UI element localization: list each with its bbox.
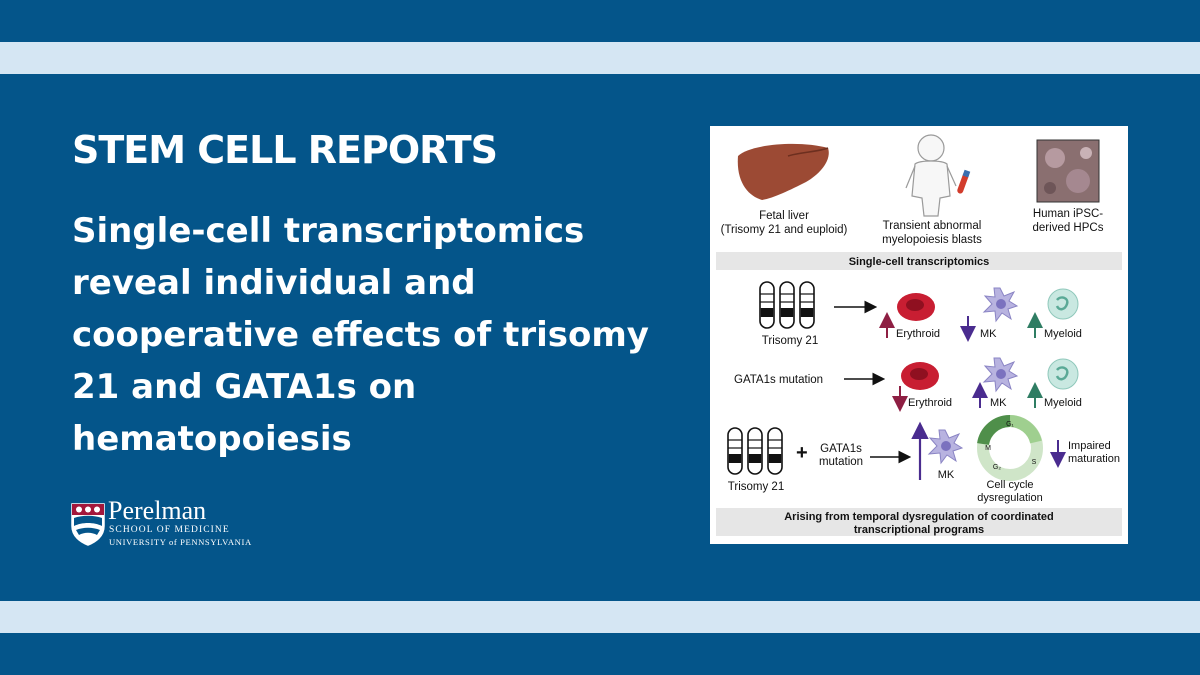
myeloid-cell-icon [1046,287,1080,321]
source-ipsc: Human iPSC- [1033,208,1103,220]
cycle-phase-g2: G₂ [993,464,1001,471]
conclusion-line-1: Arising from temporal dysregulation of c… [784,511,1054,523]
bottom-accent-band [0,601,1200,633]
row3-cause-trisomy: Trisomy 21 [728,481,784,493]
row2-cause: GATA1s mutation [734,374,823,386]
row2-myeloid: Myeloid [1044,397,1082,409]
graphical-abstract-figure: Fetal liver (Trisomy 21 and euploid) Tra… [716,134,1122,536]
row3-cause-mutation: mutation [819,456,863,468]
perelman-logo: Perelman SCHOOL OF MEDICINE UNIVERSITY o… [70,496,251,550]
row3-impaired-detail: maturation [1068,453,1120,465]
mk-cell-icon-3 [928,429,963,464]
source-tam-detail: myelopoiesis blasts [882,234,982,246]
penn-shield-icon [71,503,105,546]
cycle-phase-m: M [985,445,991,452]
row2-erythroid: Erythroid [908,397,952,409]
mk-cell-icon [983,287,1018,322]
source-fetal-liver-detail: (Trisomy 21 and euploid) [721,224,848,236]
myeloid-cell-icon-2 [1046,357,1080,391]
source-tam: Transient abnormal [883,220,982,232]
trisomy-21-chromosomes-icon-2 [727,427,783,475]
row3-mk: MK [938,469,955,481]
journal-title: STEM CELL REPORTS [72,128,498,172]
row2-mk: MK [990,397,1007,409]
source-fetal-liver: Fetal liver [759,210,809,222]
trisomy-21-chromosomes-icon [759,281,815,329]
row1-erythroid: Erythroid [896,328,940,340]
method-band [716,252,1122,270]
cell-cycle-icon: G₁ S M G₂ [977,414,1043,481]
conclusion-band [716,508,1122,536]
graphical-abstract: Fetal liver (Trisomy 21 and euploid) Tra… [710,126,1128,544]
row3-impaired: Impaired [1068,440,1111,452]
conclusion-line-2: transcriptional programs [854,524,984,536]
logo-school: SCHOOL OF MEDICINE [109,525,230,535]
infant-icon [905,134,957,217]
row1-mk: MK [980,328,997,340]
row3-cycle: Cell cycle [986,479,1033,491]
logo-name: Perelman [108,496,207,525]
erythroid-cell-icon-2 [901,362,939,390]
source-ipsc-detail: derived HPCs [1033,222,1104,234]
row3-cause-gata1s: GATA1s [820,443,862,455]
row1-cause: Trisomy 21 [762,335,818,347]
method-label: Single-cell transcriptomics [849,256,990,268]
cycle-phase-g1: G₁ [1006,421,1014,428]
cycle-phase-s: S [1032,459,1037,466]
article-headline: Single-cell transcriptomics reveal indiv… [72,211,649,459]
row3-cycle-detail: dysregulation [977,492,1042,504]
blood-tube-icon [957,169,971,194]
row3-plus: + [796,442,808,464]
mk-cell-icon-2 [983,357,1018,392]
logo-university: UNIVERSITY of PENNSYLVANIA [109,537,252,547]
ipsc-micrograph-icon [1036,139,1100,203]
fetal-liver-icon [737,143,829,200]
row1-myeloid: Myeloid [1044,328,1082,340]
erythroid-cell-icon [897,293,935,321]
top-accent-band [0,42,1200,74]
